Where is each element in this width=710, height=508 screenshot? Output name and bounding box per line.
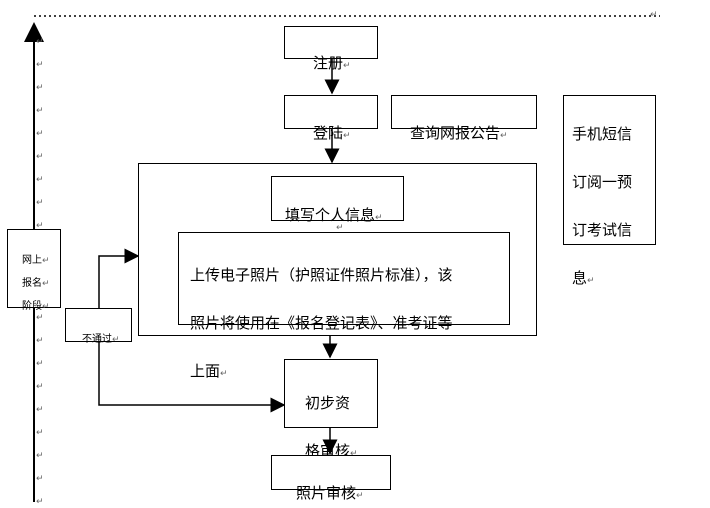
sms-subscribe-text: 手机短信 订阅一预 订考试信 息↵ <box>572 125 633 287</box>
register-box: 注册↵ <box>284 26 378 72</box>
paragraph-mark: ↵ <box>36 129 44 139</box>
login-label: 登陆 <box>313 124 344 143</box>
paragraph-mark: ↵ <box>36 198 44 208</box>
photo-review-label: 照片审核 <box>296 484 357 503</box>
paragraph-mark: ↵ <box>36 474 44 484</box>
photo-review-box: 照片审核↵ <box>271 455 391 502</box>
paragraph-mark: ↵ <box>36 37 44 47</box>
paragraph-mark: ↵ <box>650 10 658 20</box>
sms-subscribe-box: 手机短信 订阅一预 订考试信 息↵ <box>563 95 656 287</box>
paragraph-mark: ↵ <box>36 106 44 116</box>
loop-to-review <box>98 342 286 413</box>
paragraph-mark: ↵ <box>36 359 44 369</box>
paragraph-mark: ↵ <box>336 223 344 233</box>
paragraph-mark: ↵ <box>36 83 44 93</box>
not-pass-label: 不通过 <box>82 333 112 345</box>
fill-info-label: 填写个人信息 <box>285 206 376 225</box>
login-box: 登陆↵ <box>284 95 378 142</box>
paragraph-mark: ↵ <box>36 428 44 438</box>
stage-label-line-2: 报名↵ <box>22 277 50 289</box>
paragraph-mark: ↵ <box>36 313 44 323</box>
register-label: 注册 <box>313 54 344 73</box>
not-pass-box: 不通过↵ <box>65 308 132 345</box>
paragraph-mark: ↵ <box>36 152 44 162</box>
paragraph-mark: ↵ <box>36 382 44 392</box>
stage-label-line-1: 网上↵ <box>22 254 50 266</box>
fill-info-box: 填写个人信息↵ <box>271 176 404 225</box>
check-notice-label: 查询网报公告 <box>410 124 501 143</box>
stage-label-line-3: 阶段↵ <box>22 300 50 312</box>
upload-photo-box: 上传电子照片（护照证件照片标准），该 照片将使用在《报名登记表》、准考证等 上面… <box>178 232 510 380</box>
upload-photo-text: 上传电子照片（护照证件照片标准），该 照片将使用在《报名登记表》、准考证等 上面… <box>190 266 453 380</box>
paragraph-mark: ↵ <box>36 497 44 507</box>
stage-label-box: 网上↵ 报名↵ 阶段↵ <box>7 229 61 312</box>
prelim-review-box: 初步资 格审核↵ <box>284 359 378 460</box>
loop-to-upload <box>98 248 140 308</box>
paragraph-mark: ↵ <box>36 336 44 346</box>
paragraph-mark: ↵ <box>36 60 44 70</box>
paragraph-mark: ↵ <box>36 451 44 461</box>
paragraph-mark: ↵ <box>36 221 44 231</box>
paragraph-mark: ↵ <box>36 405 44 415</box>
paragraph-mark: ↵ <box>36 175 44 185</box>
check-notice-box: 查询网报公告↵ <box>391 95 537 142</box>
